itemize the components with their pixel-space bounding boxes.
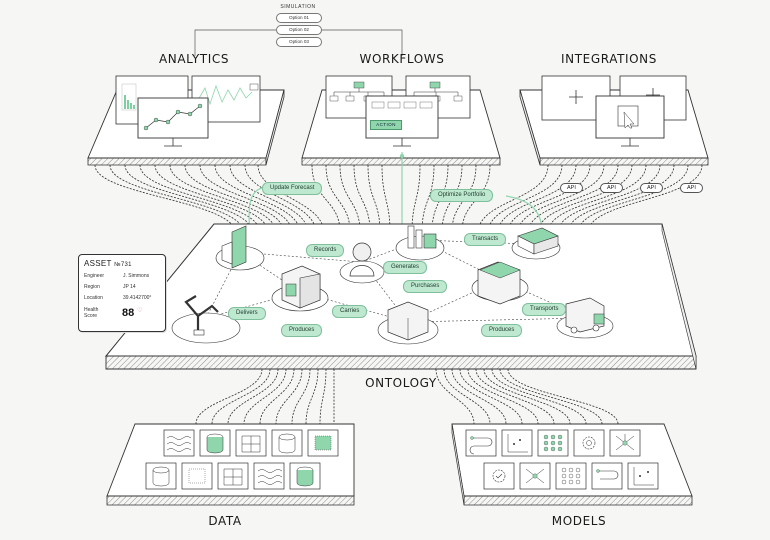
relation-delivers: Delivers (228, 307, 266, 320)
relation-purchases: Purchases (403, 280, 448, 293)
relation-produces: Produces (281, 324, 323, 337)
simulation-option-2[interactable]: Option 02 (276, 25, 322, 35)
relation-produces: Produces (481, 324, 523, 337)
asset-field-label: Region (84, 284, 100, 290)
grid-icon (235, 429, 267, 457)
database-icon (289, 462, 321, 490)
heart-pulse-icon: ♡ (137, 308, 143, 314)
workflow-node-dot (399, 153, 405, 159)
dot-matrix-icon (181, 462, 213, 490)
health-score: 88 (122, 307, 135, 319)
database-icon (145, 462, 177, 490)
integrations-heading: INTEGRATIONS (561, 52, 657, 66)
relation-carries: Carries (332, 305, 368, 318)
ontology-node-cash (511, 227, 561, 260)
relation-records: Records (306, 244, 345, 257)
analytics-heading: ANALYTICS (158, 52, 230, 66)
ontology-node-robot-arm (171, 295, 241, 344)
update-forecast-label[interactable]: Update Forecast (262, 182, 323, 195)
models-tiles (465, 429, 659, 490)
waves-icon (163, 429, 195, 457)
api-pill: API (640, 183, 663, 193)
data-tiles (145, 429, 339, 490)
asset-field-label: Location (84, 295, 103, 301)
asset-id: №731 (114, 262, 132, 268)
workflow-action-button[interactable]: ACTION (370, 120, 402, 130)
ontology-heading: ONTOLOGY (365, 376, 437, 390)
scatter-icon (627, 462, 659, 490)
upper-cables (94, 164, 703, 233)
flow-icon (465, 429, 497, 457)
ontology-node-store (471, 261, 529, 305)
dot-matrix-icon (307, 429, 339, 457)
ontology-node-truck (556, 297, 614, 339)
asset-card-title: ASSET №731 (84, 259, 132, 268)
asset-field-value: 39.4142700° (123, 295, 152, 301)
health-label: Score (84, 313, 98, 319)
node-grid-icon (537, 429, 569, 457)
gear-icon (483, 462, 515, 490)
workflows-heading: WORKFLOWS (359, 52, 445, 66)
grid-icon (217, 462, 249, 490)
asset-title: ASSET (84, 259, 112, 268)
workflows-platform (301, 75, 501, 166)
optimize-portfolio-label[interactable]: Optimize Portfolio (430, 189, 494, 202)
asset-field-value: JP 14 (123, 284, 136, 290)
models-heading: MODELS (551, 514, 607, 528)
api-pill: API (680, 183, 703, 193)
asset-field-label: Engineer (84, 273, 105, 279)
database-icon (199, 429, 231, 457)
data-heading: DATA (208, 514, 242, 528)
ontology-node-buildings (215, 225, 265, 271)
simulation-option-1[interactable]: Option 01 (276, 13, 322, 23)
scatter-icon (501, 429, 533, 457)
gear-icon (573, 429, 605, 457)
simulation-option-3[interactable]: Option 03 (276, 37, 322, 47)
analytics-platform (87, 75, 285, 166)
database-icon (271, 429, 303, 457)
relation-transports: Transports (522, 303, 567, 316)
waves-icon (253, 462, 285, 490)
ontology-node-factory (395, 225, 445, 261)
api-pill: API (560, 183, 583, 193)
network-icon (519, 462, 551, 490)
asset-field-value: J. Simmons (123, 273, 150, 279)
lower-cables (195, 368, 619, 425)
relation-transacts: Transacts (464, 233, 507, 246)
simulation-connector (194, 29, 403, 56)
simulation-title: SIMULATION (280, 4, 316, 10)
ontology-node-warehouse (271, 265, 329, 312)
asset-card[interactable]: ASSET №731 Engineer J. Simmons Region JP… (78, 254, 166, 332)
node-grid-icon (555, 462, 587, 490)
health-label: Health (84, 307, 99, 313)
flow-icon (591, 462, 623, 490)
ontology-node-crate (377, 301, 439, 345)
relation-generates: Generates (383, 261, 428, 274)
network-icon (609, 429, 641, 457)
integrations-platform (519, 75, 709, 166)
api-pill: API (600, 183, 623, 193)
